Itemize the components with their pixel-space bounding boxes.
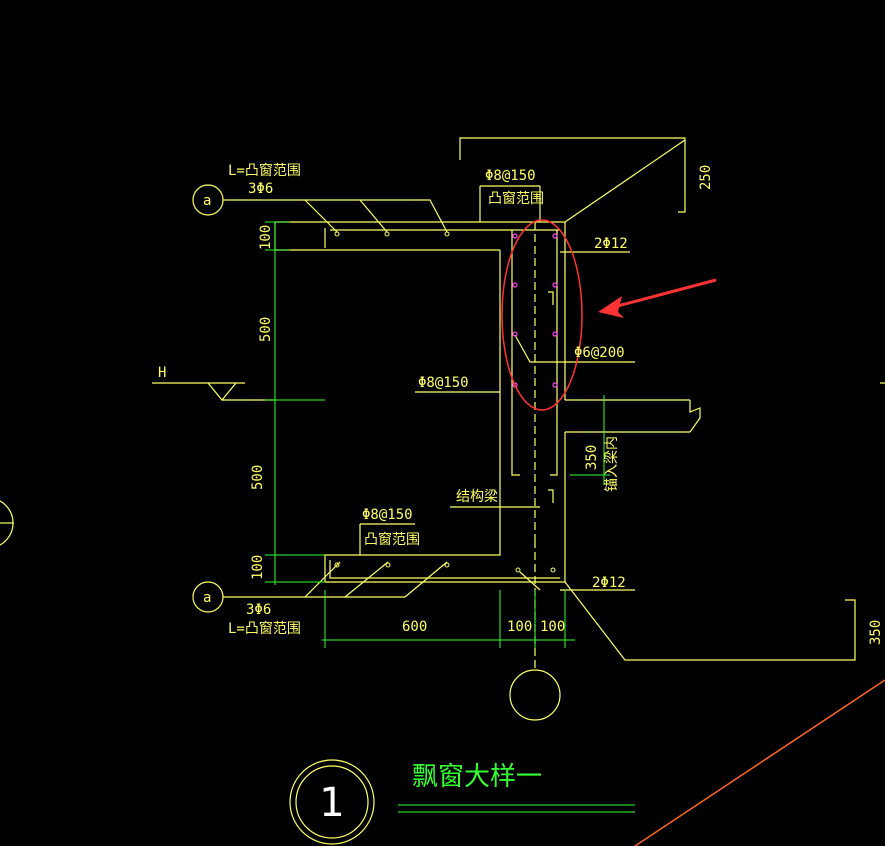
dim-top-slab: 100 xyxy=(258,225,274,250)
side-stirrup-label: Φ8@150 xyxy=(418,375,469,391)
grid-label-top: a xyxy=(203,193,211,209)
bottom-stirrup-label: Φ8@150 xyxy=(362,507,413,523)
rebar-dots-yellow xyxy=(334,231,556,573)
top-range-label: L=凸窗范围 xyxy=(228,162,301,179)
level-label: H xyxy=(158,365,166,381)
rebar-dots xyxy=(512,233,558,388)
corner-bars-bottom-label: 2Φ12 xyxy=(592,575,626,591)
dim-right-350: 350 xyxy=(868,620,884,645)
top-stirrup-label: Φ8@150 xyxy=(485,168,536,184)
bottom-stirrup-note: 凸窗范围 xyxy=(364,531,420,548)
dim-lower-height: 500 xyxy=(250,465,266,490)
top-bar-label: 3Φ6 xyxy=(248,181,273,197)
anchor-note-label: 锚入梁内 xyxy=(604,436,620,492)
corner-bars-top-label: 2Φ12 xyxy=(594,236,628,252)
dim-upper-height: 500 xyxy=(258,317,274,342)
drawing-title: 飘窗大样一 xyxy=(412,762,542,792)
grid-label-bottom: a xyxy=(203,590,211,606)
dim-bottom-slab: 100 xyxy=(250,555,266,580)
highlight-ellipse[interactable] xyxy=(501,219,583,411)
top-stirrup-note: 凸窗范围 xyxy=(488,190,544,207)
highlight-arrow[interactable] xyxy=(598,278,717,318)
dimension-lines xyxy=(265,221,635,813)
orange-reference-line xyxy=(634,679,885,846)
dim-width-100b: 100 xyxy=(540,619,565,635)
wall-bars-label: Φ6@200 xyxy=(574,345,625,361)
dim-width-100a: 100 xyxy=(507,619,532,635)
dim-width-600: 600 xyxy=(402,619,427,635)
beam-note-label: 结构梁 xyxy=(456,489,498,505)
annotation-text: L=凸窗范围 3Φ6 Φ8@150 凸窗范围 2Φ12 Φ6@200 Φ8@15… xyxy=(158,162,884,826)
structure-outline xyxy=(0,137,885,845)
dim-beam-350: 350 xyxy=(584,445,600,470)
dim-overhang-250: 250 xyxy=(698,165,714,190)
bottom-range-label: L=凸窗范围 xyxy=(228,620,301,637)
detail-number: 1 xyxy=(319,780,344,826)
bottom-bar-label: 3Φ6 xyxy=(246,602,271,618)
